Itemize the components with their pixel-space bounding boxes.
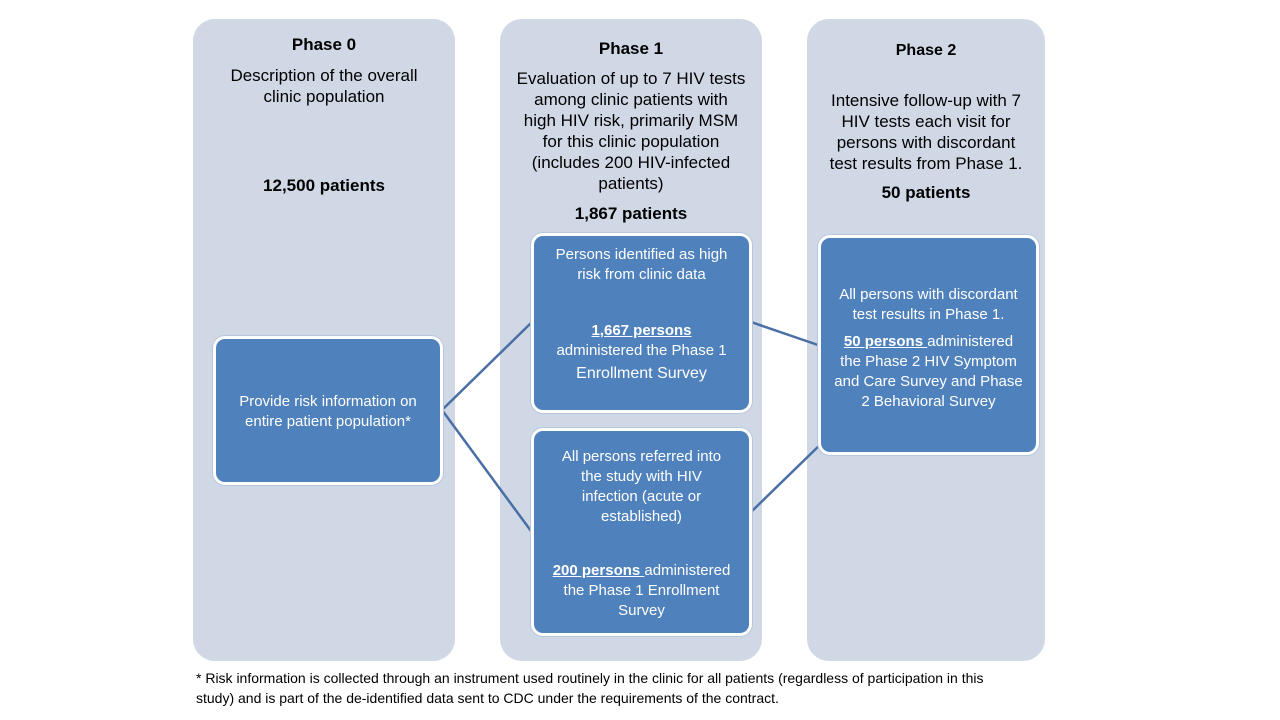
phase0-risk-box: Provide risk information on entire patie… [213, 336, 443, 485]
phase1-hiv-infected-box: All persons referred into the study with… [531, 428, 752, 636]
phase2-box-body: 50 persons administered the Phase 2 HIV … [821, 332, 1036, 412]
phase1-box2-line: infection (acute or [581, 488, 702, 505]
phase1-box2-body: 200 persons administered the Phase 1 Enr… [534, 561, 749, 621]
phase2-description-line: persons with discordant [836, 133, 1016, 152]
footnote: * Risk information is collected through … [196, 668, 1096, 708]
phase1-box2-line: the study with HIV [581, 468, 702, 485]
phase0-description-line: Description of the overall [230, 66, 418, 85]
phase1-box2-line: Survey [618, 602, 665, 619]
phase2-box-line: 2 Behavioral Survey [861, 393, 996, 410]
phase1-description-line: high HIV risk, primarily MSM [523, 111, 739, 130]
phase2-description-line: test results from Phase 1. [829, 154, 1023, 173]
phase1-box1-line: Persons identified as high [555, 246, 728, 263]
phase1-description-line: Evaluation of up to 7 HIV tests [516, 69, 746, 88]
phase2-box-line: the Phase 2 HIV Symptom [840, 353, 1017, 370]
phase1-box2-line: the Phase 1 Enrollment [563, 582, 720, 599]
phase1-box1-line: administered the Phase 1 [556, 342, 727, 359]
phase2-box-line: test results in Phase 1. [852, 306, 1005, 323]
phase1-count: 1,867 patients [574, 204, 688, 223]
phase0-title: Phase 0 [291, 35, 357, 54]
phase1-box2-count: 200 persons [552, 562, 645, 579]
phase0-description-line: clinic population [263, 87, 385, 106]
phase1-title: Phase 1 [598, 39, 664, 58]
phase2-description: Intensive follow-up with 7 HIV tests eac… [807, 90, 1045, 174]
phase2-box-line: and Care Survey and Phase [834, 373, 1023, 390]
phase2-box-intro: All persons with discordant test results… [821, 285, 1036, 325]
phase2-description-line: Intensive follow-up with 7 [831, 91, 1021, 110]
phase1-box2-inline: administered [644, 562, 731, 579]
phase1-description-line: patients) [598, 174, 664, 193]
connector-p0-to-box2 [440, 409, 533, 532]
phase1-description-line: for this clinic population [542, 132, 720, 151]
phase2-box-inline: administered [927, 333, 1014, 350]
phase2-box-count: 50 persons [843, 333, 928, 350]
phase1-box1-line: risk from clinic data [577, 266, 706, 283]
phase0-box-line: entire patient population* [245, 413, 411, 430]
phase1-high-risk-box: Persons identified as high risk from cli… [531, 233, 752, 413]
phase1-box1-intro: Persons identified as high risk from cli… [534, 245, 749, 285]
phase1-description: Evaluation of up to 7 HIV tests among cl… [500, 68, 762, 194]
connector-p0-to-box1 [441, 322, 532, 411]
phase1-box2-intro: All persons referred into the study with… [534, 447, 749, 527]
phase2-count: 50 patients [881, 183, 971, 202]
phase0-box-text: Provide risk information on entire patie… [216, 392, 440, 432]
phase2-description-line: HIV tests each visit for [841, 112, 1011, 131]
phase1-box2-line: established) [601, 508, 682, 525]
phase1-description-line: among clinic patients with [534, 90, 728, 109]
connector-box1-to-p2 [750, 320, 819, 347]
phase1-description-line: (includes 200 HIV-infected [531, 153, 731, 172]
phase2-discordant-box: All persons with discordant test results… [818, 235, 1039, 455]
connector-box2-to-p2 [750, 439, 826, 513]
phase1-box1-body: 1,667 persons administered the Phase 1 E… [534, 321, 749, 384]
footnote-line: study) and is part of the de-identified … [196, 690, 779, 706]
phase2-box-line: All persons with discordant [839, 286, 1018, 303]
footnote-line: * Risk information is collected through … [196, 670, 984, 686]
phase1-box1-count: 1,667 persons [591, 322, 692, 339]
phase1-box1-line: Enrollment Survey [576, 365, 707, 382]
phase0-description: Description of the overall clinic popula… [193, 65, 455, 107]
phase2-title: Phase 2 [895, 42, 957, 59]
phase0-count: 12,500 patients [263, 176, 385, 195]
phase1-box2-line: All persons referred into [561, 448, 722, 465]
phase0-box-line: Provide risk information on [239, 393, 417, 410]
